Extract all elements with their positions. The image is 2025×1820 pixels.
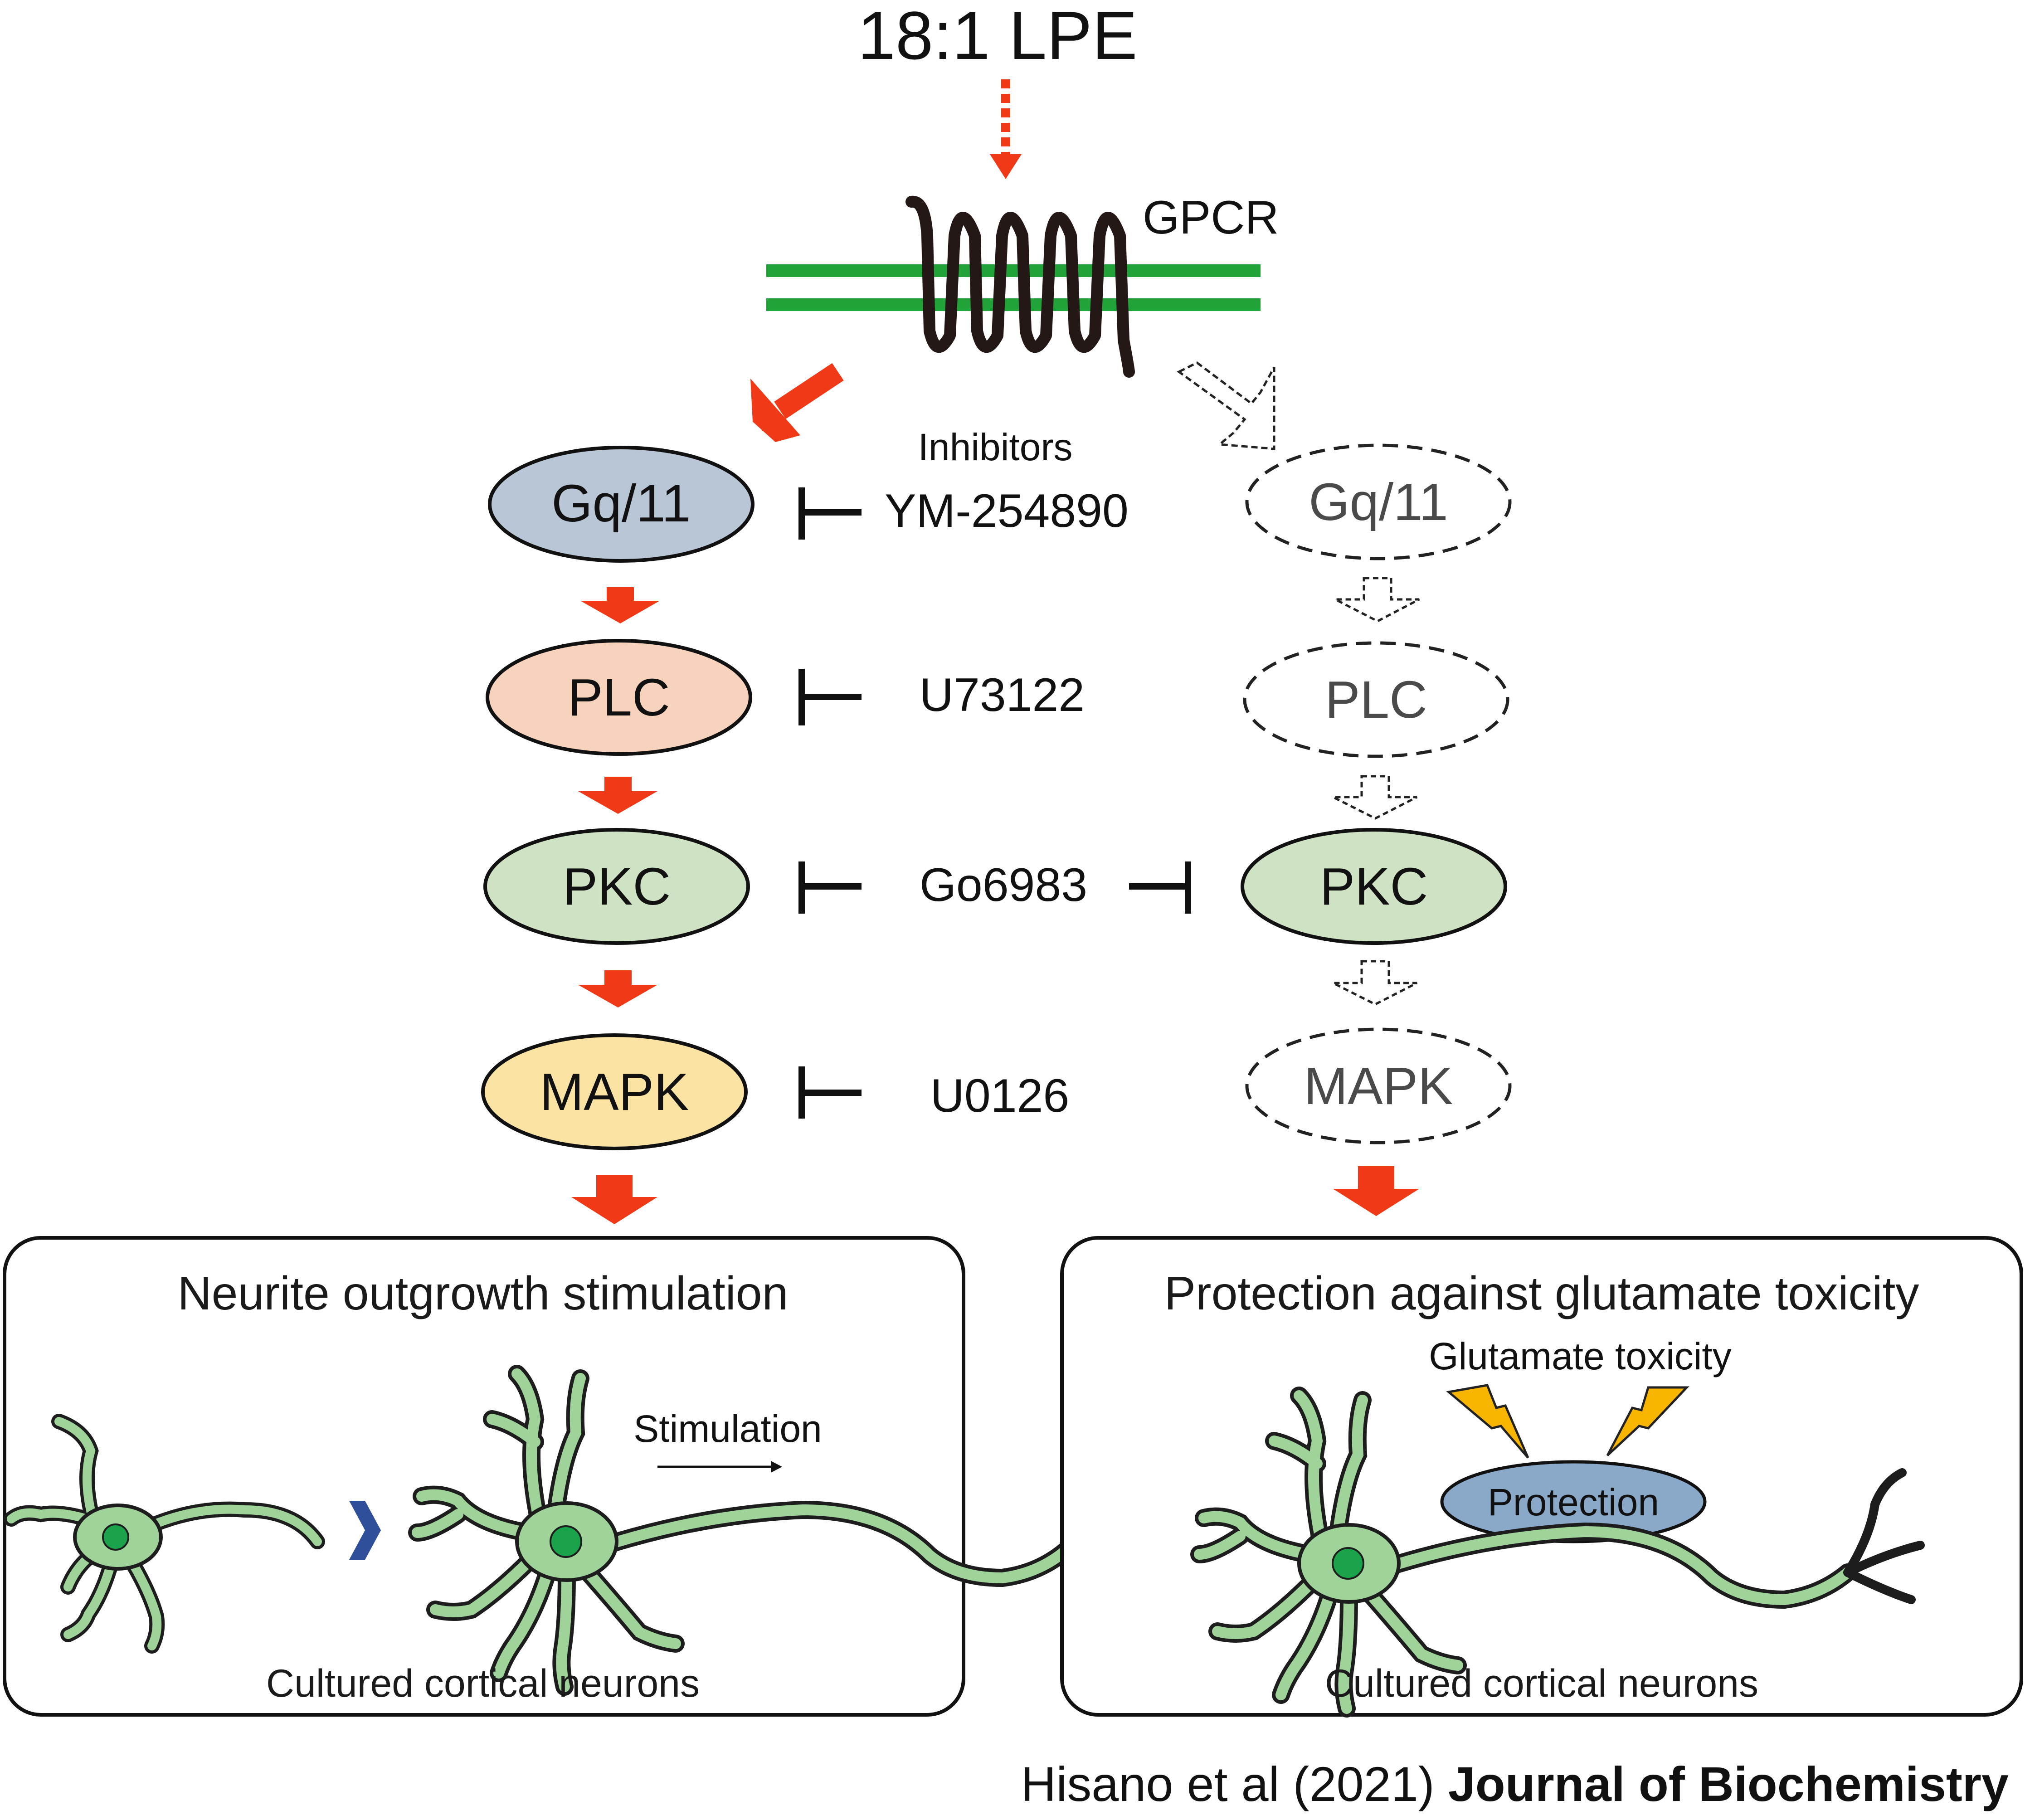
gpcr-label: GPCR (1143, 191, 1279, 244)
gpcr-receptor (905, 195, 1135, 378)
node-gq11-left (488, 446, 755, 563)
inhibitor-u73122: U73122 (920, 669, 1085, 721)
node-gq11-right-label: Gq/11 (1309, 472, 1448, 531)
dashed-arrow-right (1177, 361, 1275, 450)
node-gq11-left-label: Gq/11 (551, 474, 691, 533)
node-pkc-right-label: PKC (1320, 857, 1428, 916)
node-pkc-left-label: PKC (563, 857, 671, 916)
ligand-label: 18:1 LPE (857, 0, 1137, 73)
inhibitor-u0126: U0126 (930, 1070, 1069, 1122)
node-mapk-left (481, 1033, 748, 1150)
stimulation-arrow (657, 1461, 782, 1473)
protection-node (1440, 1460, 1707, 1543)
node-mapk-left-label: MAPK (540, 1062, 689, 1121)
lightning-left-icon (1446, 1384, 1529, 1459)
left-box-caption: Cultured cortical neurons (266, 1662, 700, 1705)
lightning-right-icon (1606, 1386, 1689, 1456)
inhibitor-ym254890: YM-254890 (885, 485, 1129, 537)
node-plc-left (486, 639, 752, 756)
toxicity-label: Glutamate toxicity (1429, 1335, 1732, 1377)
activation-arrow-left (750, 363, 844, 442)
node-plc-left-label: PLC (568, 668, 670, 727)
node-mapk-right (1245, 1027, 1512, 1144)
transition-arrow-icon (349, 1501, 381, 1560)
left-pathway-arrows (571, 587, 660, 1224)
node-mapk-right-label: MAPK (1304, 1056, 1453, 1115)
inhibitor-bars (798, 487, 1191, 1119)
left-box-title: Neurite outgrowth stimulation (178, 1267, 789, 1320)
cell-membrane (766, 264, 1261, 311)
ligand-arrow (990, 79, 1022, 179)
right-red-arrow (1333, 1166, 1419, 1216)
citation: Hisano et al (2021) Journal of Biochemis… (1021, 1757, 2009, 1811)
inhibitors-heading: Inhibitors (918, 426, 1073, 468)
right-box-title: Protection against glutamate toxicity (1164, 1267, 1919, 1320)
node-gq11-right (1245, 443, 1512, 560)
node-plc-right-label: PLC (1325, 670, 1427, 729)
citation-authors: Hisano et al (2021) (1021, 1757, 1448, 1811)
left-result-box (3, 1236, 965, 1717)
node-pkc-left (483, 828, 750, 945)
citation-journal: Journal of Biochemistry (1448, 1757, 2009, 1811)
right-pathway-dashed-arrows (1332, 577, 1420, 1006)
right-box-caption: Cultured cortical neurons (1325, 1662, 1758, 1705)
protection-label: Protection (1488, 1481, 1659, 1523)
node-pkc-right (1241, 828, 1507, 945)
inhibitor-go6983: Go6983 (920, 859, 1087, 911)
stimulation-label: Stimulation (633, 1407, 822, 1450)
node-plc-right (1243, 641, 1509, 758)
